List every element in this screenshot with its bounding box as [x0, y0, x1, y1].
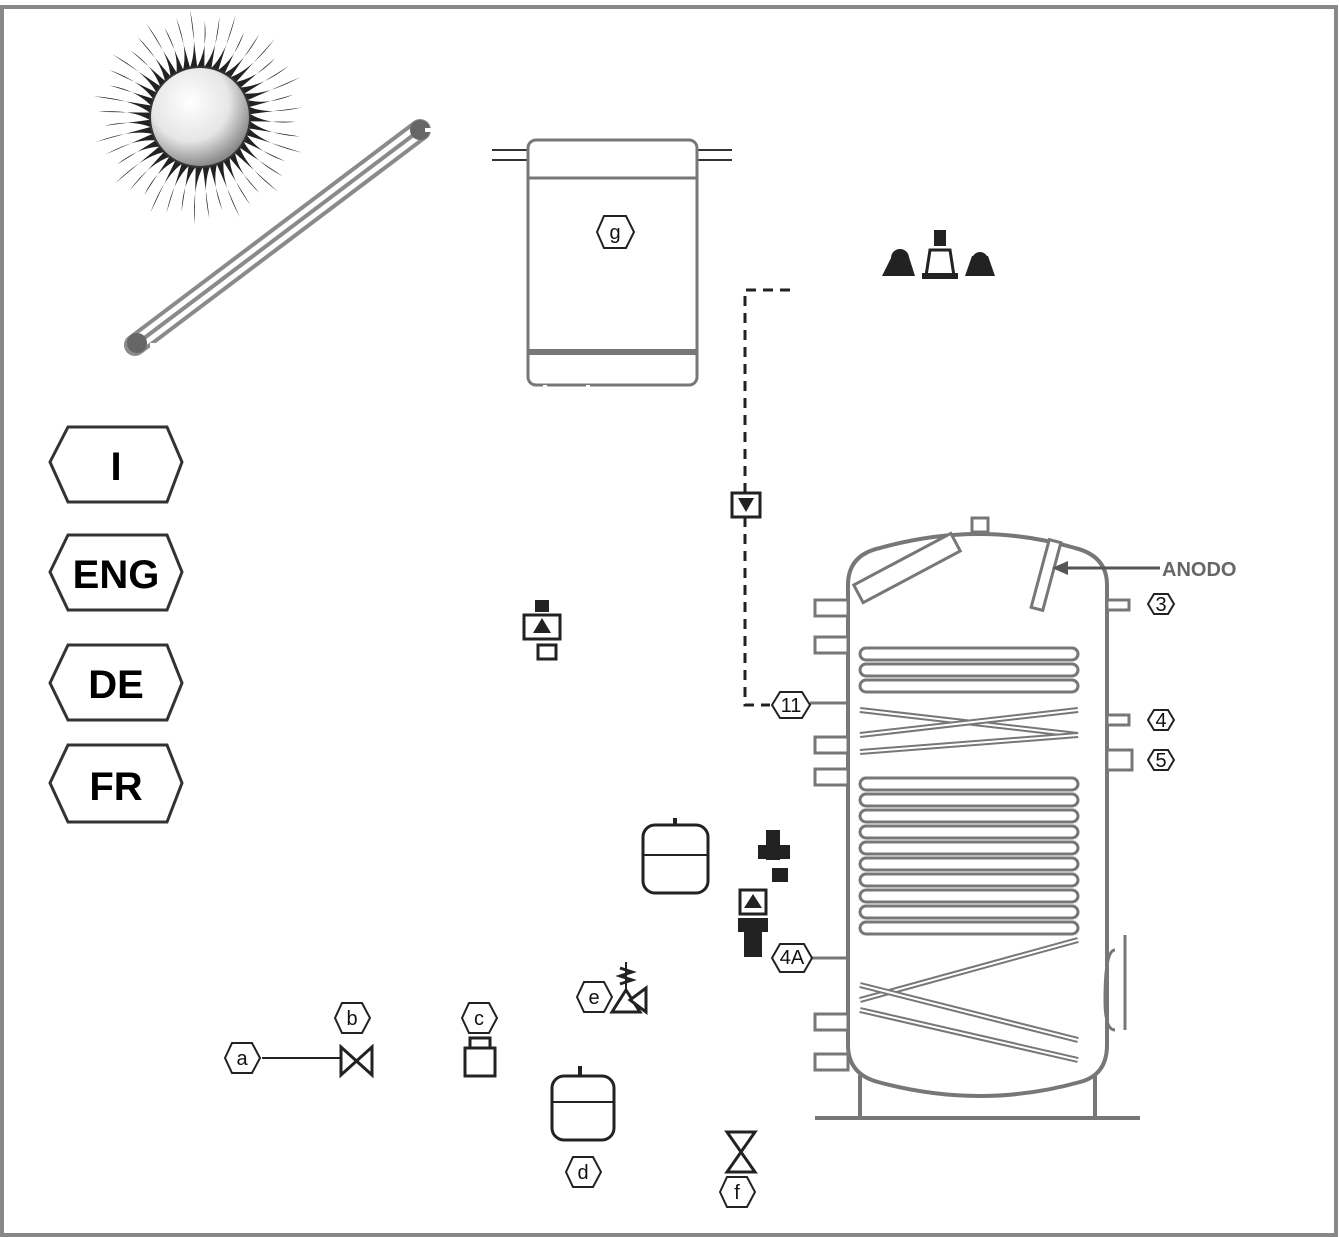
language-button-fr[interactable]: FR — [48, 743, 184, 824]
tag-n4-text: 4 — [1155, 710, 1166, 732]
language-button-eng-label: ENG — [73, 553, 160, 597]
shower-icon — [882, 230, 995, 279]
language-button-de-label: DE — [88, 663, 144, 707]
heat-exchanger-coils — [858, 646, 1080, 1063]
tag-n4a: 4A — [770, 943, 814, 973]
solar-collector-pipes — [150, 128, 815, 1024]
tank-connections — [810, 598, 1134, 1072]
boiler — [492, 138, 732, 387]
tag-n11: 11 — [770, 691, 812, 719]
tag-f: f — [718, 1176, 757, 1208]
tag-n3: 3 — [1146, 593, 1176, 616]
tag-c: c — [460, 1002, 499, 1034]
tag-c-text: c — [474, 1008, 484, 1030]
tag-d-text: d — [577, 1162, 588, 1184]
safety-valve-icon — [609, 962, 648, 1015]
boiler-pipes — [543, 385, 815, 747]
drain-valve-icon — [724, 1130, 758, 1174]
tag-d: d — [564, 1156, 603, 1188]
solar-pump-group-icon — [738, 830, 790, 957]
tag-g: g — [595, 215, 636, 249]
anode-arrow-icon — [1052, 561, 1160, 575]
tag-n3-text: 3 — [1155, 594, 1166, 616]
recirculation-pump-icon — [730, 491, 762, 519]
boiler-pump-icon — [522, 600, 562, 661]
solar-collector — [124, 119, 431, 356]
tag-n4: 4 — [1146, 709, 1176, 732]
sun-icon — [94, 9, 302, 225]
pressure-reducer-icon — [463, 1036, 497, 1078]
expansion-vessel-icon — [550, 1066, 616, 1142]
tag-n5: 5 — [1146, 749, 1176, 772]
tag-e: e — [575, 981, 614, 1013]
tag-n11-text: 11 — [781, 695, 802, 717]
language-button-eng[interactable]: ENG — [48, 533, 184, 612]
language-button-fr-label: FR — [89, 765, 142, 809]
hot-water-pipe — [743, 206, 942, 707]
tag-a: a — [223, 1042, 262, 1074]
shutoff-valve-icon — [339, 1043, 374, 1079]
solar-expansion-vessel-icon — [641, 818, 710, 895]
language-button-i-label: I — [110, 445, 121, 489]
anode-label: ANODO — [1162, 559, 1236, 581]
cold-water-inlet-pipe — [262, 1012, 815, 1130]
tag-b: b — [333, 1002, 372, 1034]
tag-g-text: g — [609, 222, 620, 244]
tag-a-text: a — [236, 1048, 248, 1070]
language-button-de[interactable]: DE — [48, 643, 184, 722]
tag-n4a-text: 4A — [780, 947, 805, 969]
tag-e-text: e — [588, 987, 599, 1009]
tag-n5-text: 5 — [1155, 750, 1166, 772]
tag-f-text: f — [734, 1182, 740, 1204]
language-button-i[interactable]: I — [48, 425, 184, 504]
tag-b-text: b — [346, 1008, 357, 1030]
